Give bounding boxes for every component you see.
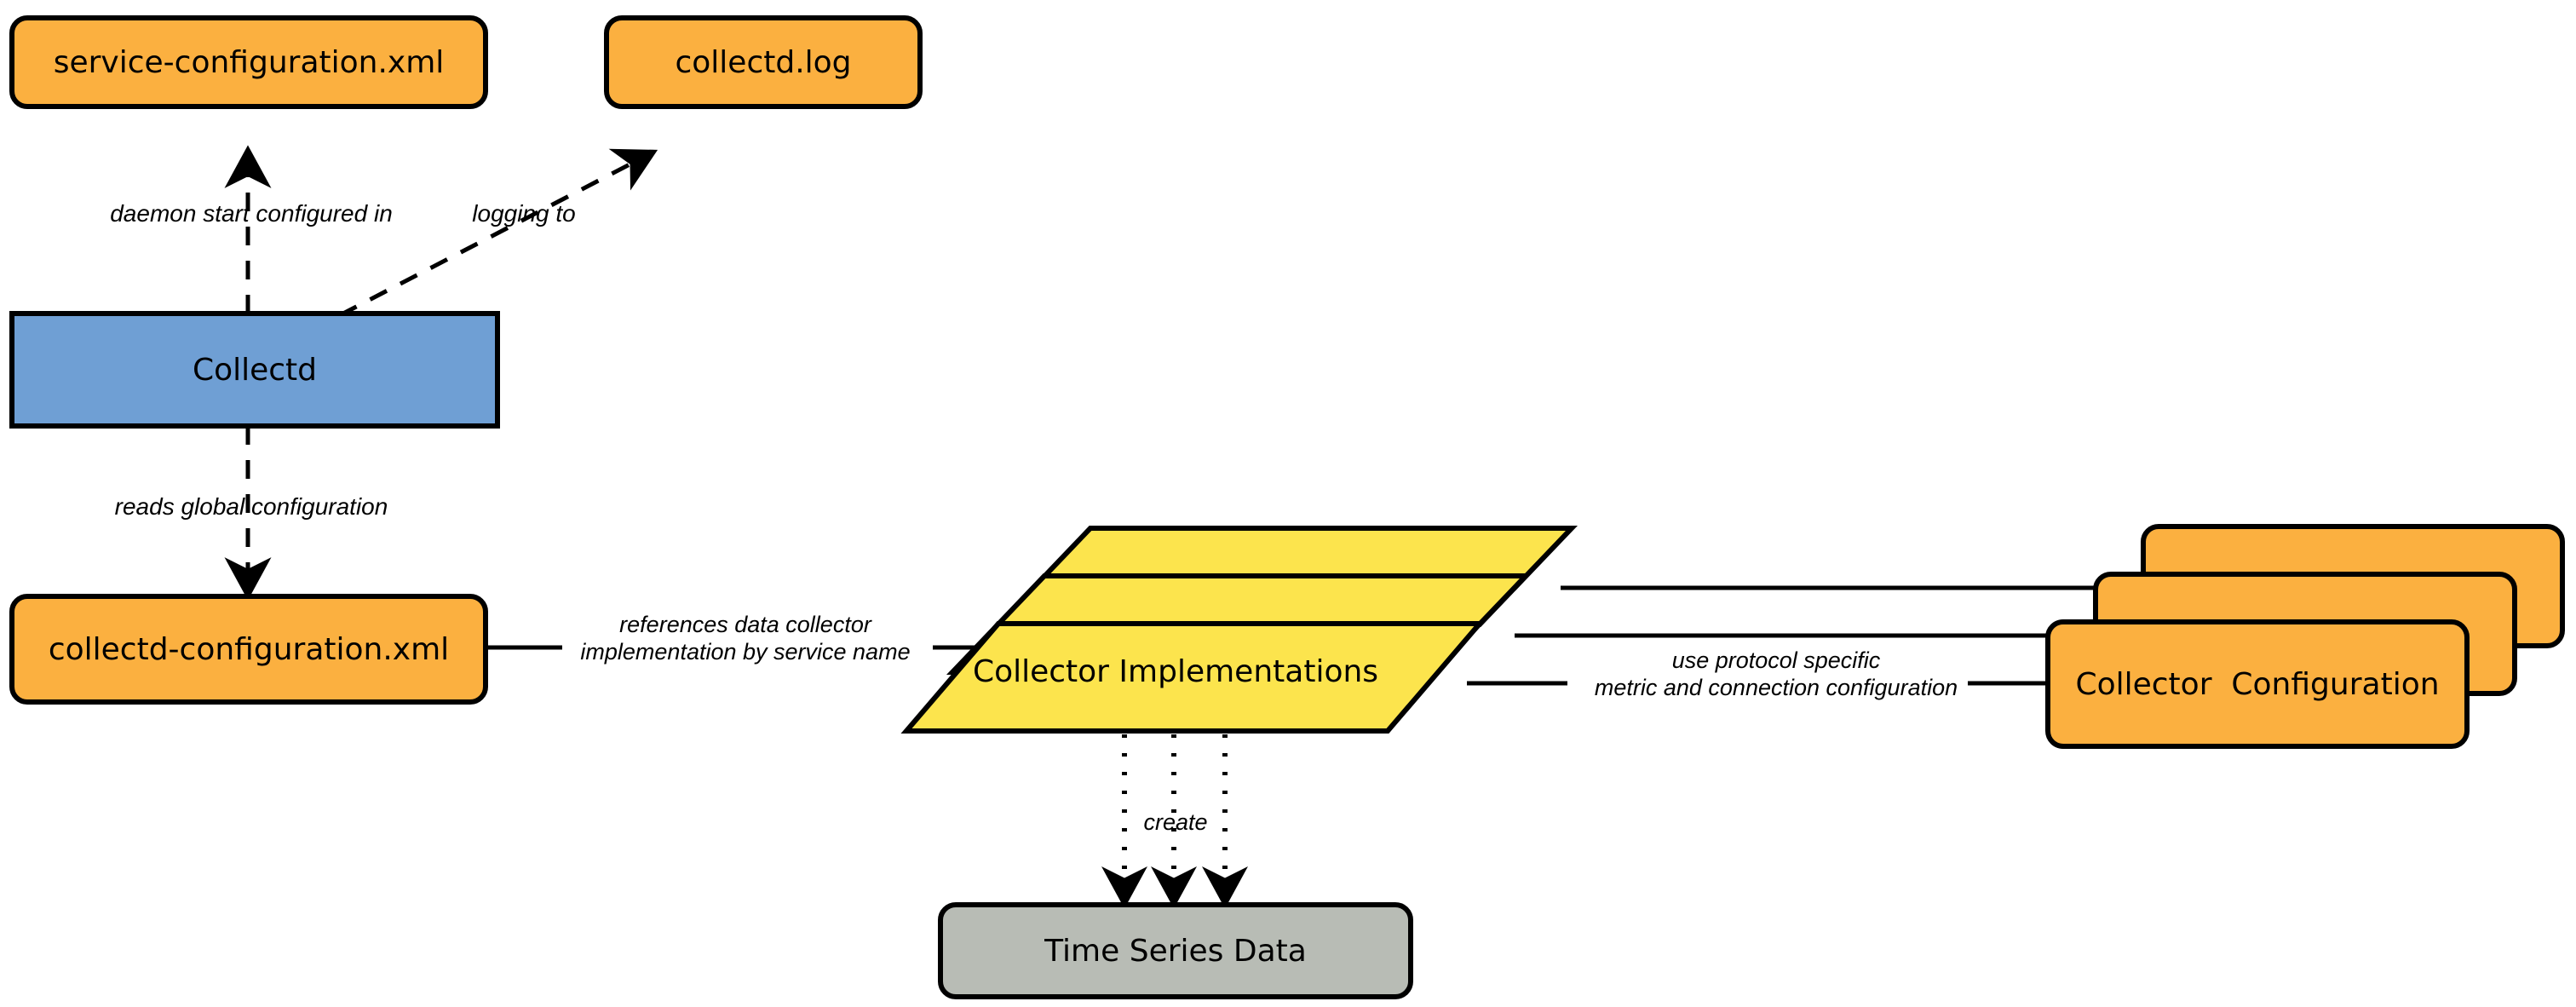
- node-time-series-data[interactable]: [938, 902, 1413, 999]
- node-collectd[interactable]: [9, 311, 500, 429]
- node-service-configuration[interactable]: [9, 15, 488, 109]
- edge-logging-to: [338, 148, 658, 318]
- node-collector-configuration-front[interactable]: [2045, 619, 2470, 749]
- node-collector-implementations-front[interactable]: [900, 621, 1486, 734]
- node-collectd-configuration[interactable]: [9, 594, 488, 705]
- node-collectd-log[interactable]: [604, 15, 923, 109]
